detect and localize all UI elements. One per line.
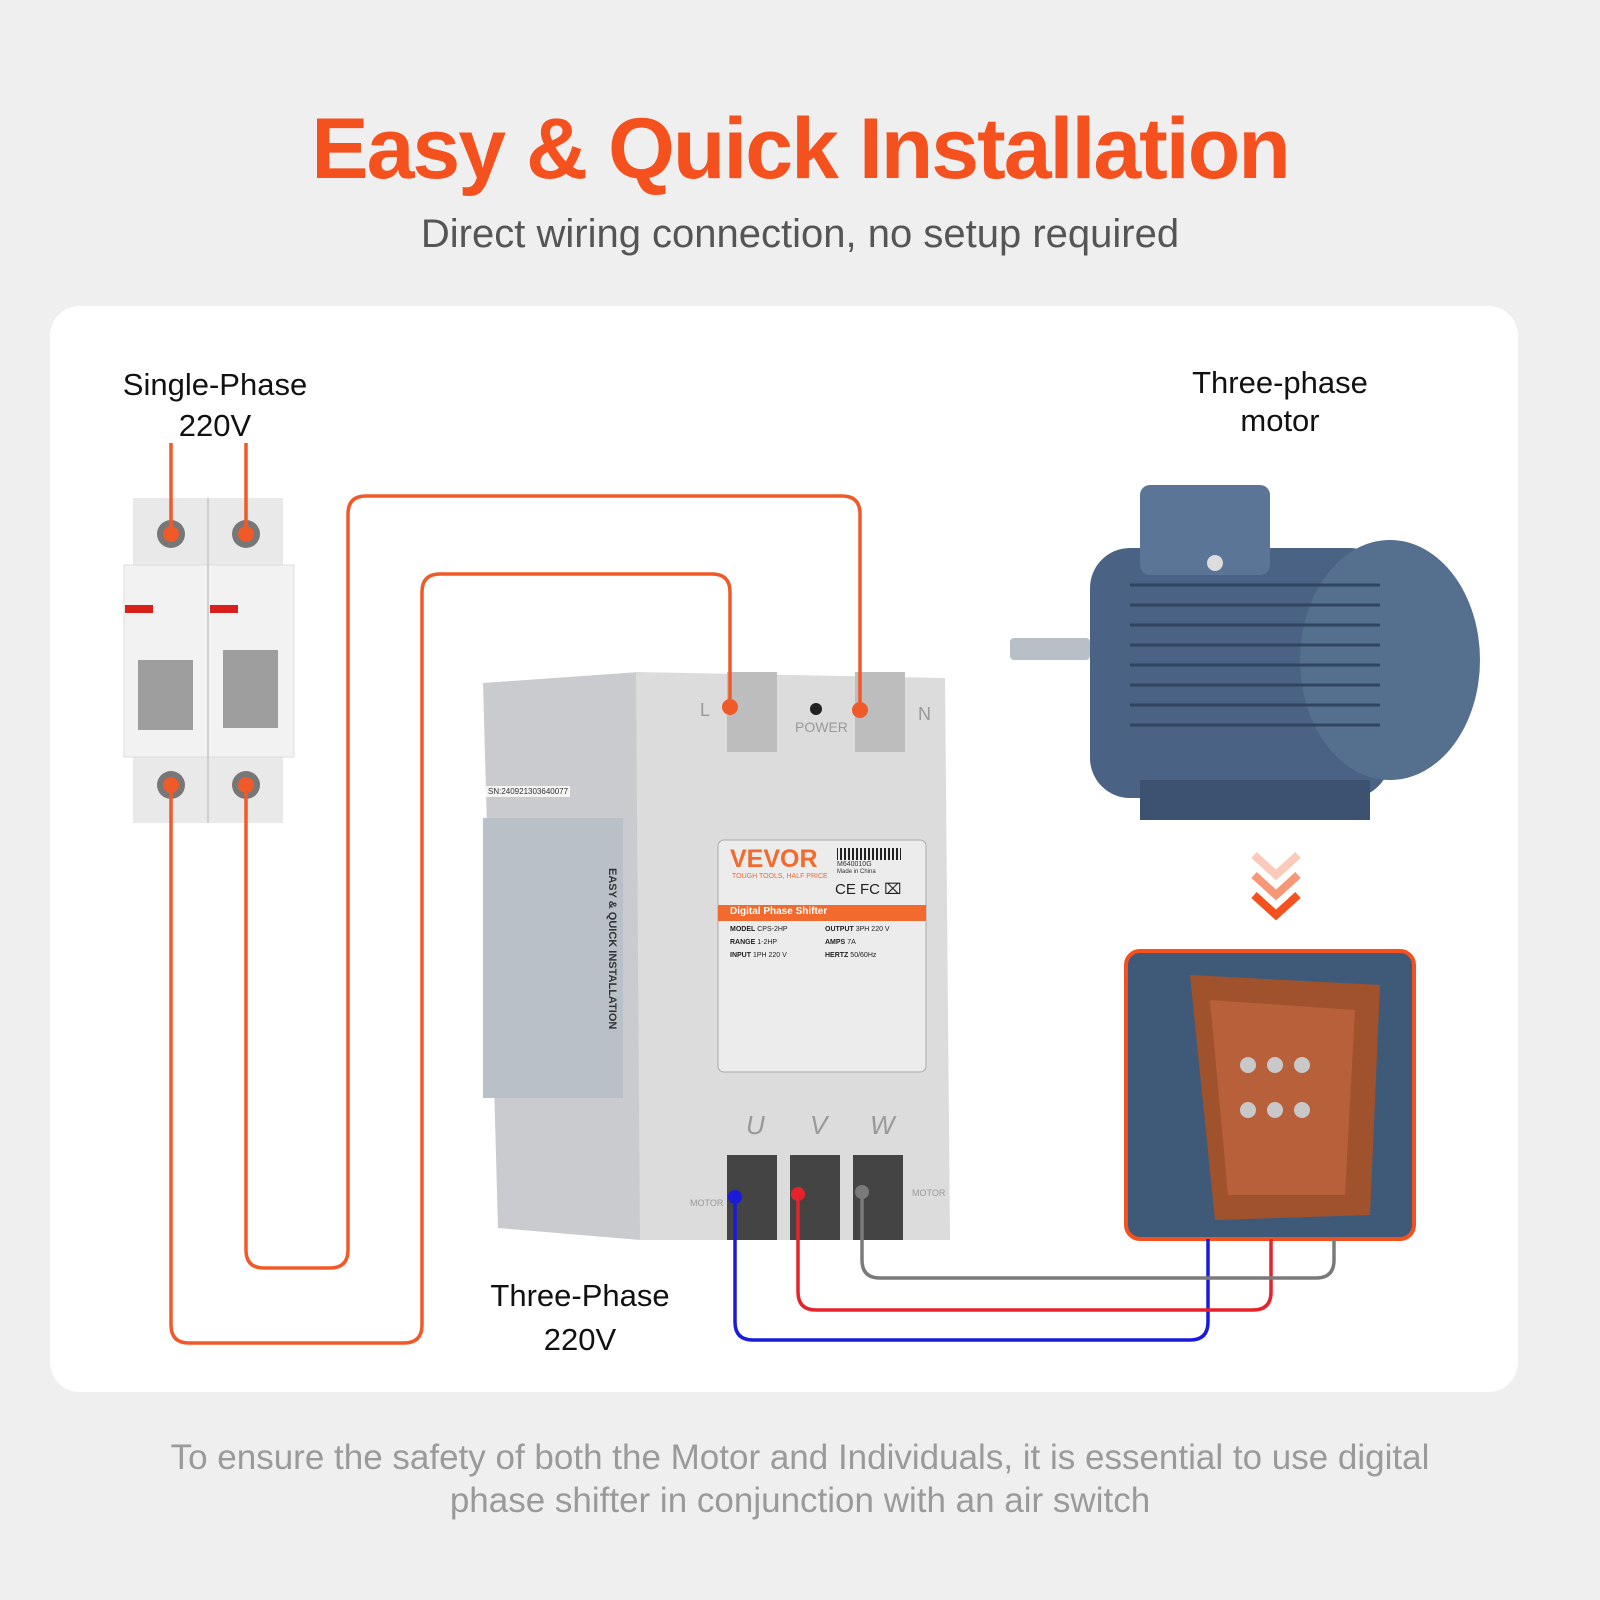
- brand-tagline: TOUGH TOOLS, HALF PRICE: [732, 873, 828, 880]
- page-subtitle: Direct wiring connection, no setup requi…: [420, 212, 1180, 256]
- terminal-V-label: V: [810, 1110, 828, 1140]
- terminal-N-label: N: [918, 704, 931, 724]
- three-phase-motor: [1010, 485, 1480, 820]
- motor-label-right: MOTOR: [912, 1188, 946, 1198]
- phase-shifter-device: [483, 672, 950, 1240]
- product-name: Digital Phase Shifter: [730, 906, 828, 917]
- side-label: EASY & QUICK INSTALLATION: [606, 868, 618, 1030]
- wire-U-blue: [733, 1198, 1210, 1342]
- wire-breaker-to-L: [169, 572, 732, 1345]
- terminal-L-label: L: [700, 700, 711, 720]
- motor-junction-box-photo: [1124, 949, 1416, 1241]
- spec-row: RANGE 1-2HP: [730, 939, 778, 946]
- terminal-W-label: W: [870, 1110, 895, 1140]
- spec-row: MODEL CPS-2HP: [730, 926, 788, 933]
- spec-row: AMPS 7A: [825, 939, 856, 946]
- barcode: [837, 848, 901, 860]
- ce-mark-icon: CE FC ⌧: [835, 881, 902, 898]
- wire-V-red: [796, 1195, 1273, 1312]
- spec-row: OUTPUT 3PH 220 V: [825, 926, 890, 933]
- footer-note: To ensure the safety of both the Motor a…: [170, 1438, 1430, 1520]
- spec-table: MODEL CPS-2HP OUTPUT 3PH 220 V RANGE 1-2…: [730, 926, 920, 959]
- arrow-down-chevrons-icon: [1251, 852, 1301, 921]
- motor-label-left: MOTOR: [690, 1198, 724, 1208]
- brand-logo: VEVOR: [730, 845, 818, 873]
- page-title: Easy & Quick Installation: [311, 101, 1291, 197]
- wire-W-grey: [860, 1193, 1336, 1280]
- spec-row: HERTZ 50/60Hz: [825, 952, 877, 959]
- wire-breaker-to-N: [244, 494, 862, 1270]
- terminal-U-label: U: [746, 1110, 765, 1140]
- serial-number: SN:240921303640077: [486, 786, 571, 797]
- model-code: M640010G: [837, 861, 872, 868]
- made-in: Made in China: [837, 869, 876, 875]
- terminal-dots: [163, 526, 869, 1204]
- power-label: POWER: [795, 719, 848, 735]
- spec-row: INPUT 1PH 220 V: [730, 952, 787, 959]
- air-switch-breaker: [123, 498, 295, 823]
